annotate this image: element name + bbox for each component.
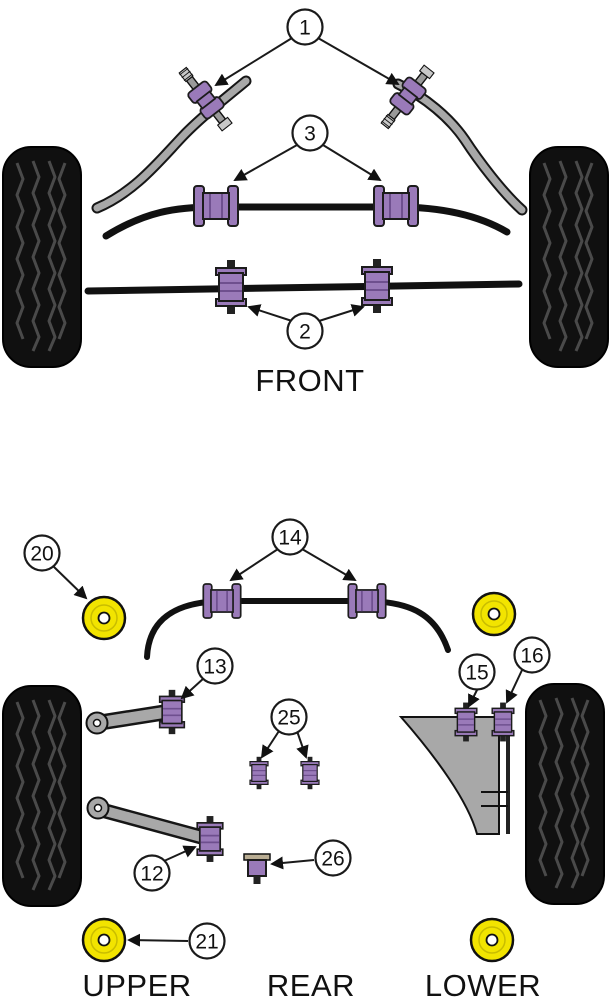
callout-21: 21 bbox=[188, 922, 226, 960]
arrow-c25-right bbox=[296, 730, 309, 759]
rear-axle-section: 14 20 13 bbox=[1, 518, 606, 1000]
callout-1: 1 bbox=[286, 8, 324, 46]
rear-anti-roll-bar bbox=[144, 598, 451, 660]
callout-15: 15 bbox=[458, 653, 496, 691]
mount-bush-26 bbox=[243, 853, 271, 884]
yellow-bush-upper-right bbox=[471, 591, 517, 637]
front-tie-bar-bush-left bbox=[215, 259, 247, 315]
callout-21-number: 21 bbox=[195, 931, 218, 954]
arrow-c26 bbox=[270, 856, 315, 870]
rear-arb-bush-right bbox=[347, 583, 387, 619]
arrow-c3-left bbox=[233, 144, 298, 181]
yellow-bush-lower-right bbox=[469, 917, 515, 963]
lower-section-label: LOWER bbox=[425, 968, 541, 1000]
callout-12-number: 12 bbox=[140, 863, 163, 886]
rear-lower-arm bbox=[86, 796, 213, 846]
callout-3: 3 bbox=[291, 114, 329, 152]
callout-14-number: 14 bbox=[278, 527, 302, 550]
rear-arb-bush-left bbox=[202, 583, 242, 619]
arrow-c1-right bbox=[317, 37, 400, 85]
tire-rear-right bbox=[524, 682, 606, 906]
front-axle-section: 1 3 2 FRONT bbox=[1, 8, 609, 398]
callout-20: 20 bbox=[23, 534, 61, 572]
arrow-c13 bbox=[180, 677, 205, 700]
callout-16-number: 16 bbox=[520, 645, 543, 668]
arrow-c2-left bbox=[247, 304, 293, 322]
arrow-c20 bbox=[52, 565, 88, 600]
front-arb-bush-right bbox=[373, 185, 419, 227]
callout-26-number: 26 bbox=[321, 848, 344, 871]
link-bush-25-left bbox=[249, 756, 269, 790]
yellow-bush-upper-left bbox=[81, 595, 127, 641]
knuckle-bush-outer bbox=[491, 701, 515, 743]
callout-25-number: 25 bbox=[277, 707, 300, 730]
callout-26: 26 bbox=[314, 839, 352, 877]
callout-16: 16 bbox=[513, 636, 551, 674]
lower-arm-bush bbox=[196, 815, 224, 863]
front-drop-link-left bbox=[91, 75, 252, 214]
upper-arm-bush bbox=[158, 689, 186, 735]
rear-section-label: REAR bbox=[267, 968, 355, 1000]
callout-2-number: 2 bbox=[299, 321, 311, 344]
callout-25: 25 bbox=[270, 698, 308, 736]
callout-3-number: 3 bbox=[304, 123, 316, 146]
front-section-label: FRONT bbox=[255, 363, 364, 398]
callout-1-number: 1 bbox=[299, 17, 311, 40]
front-tie-bar-bush-right bbox=[361, 258, 393, 314]
arrow-c1-left bbox=[214, 37, 293, 87]
arrow-c15 bbox=[468, 689, 480, 708]
upper-section-label: UPPER bbox=[82, 968, 191, 1000]
yellow-bush-lower-left bbox=[81, 917, 127, 963]
callout-2: 2 bbox=[286, 312, 324, 350]
arrow-c25-left bbox=[260, 730, 280, 759]
callout-15-number: 15 bbox=[465, 662, 488, 685]
tire-front-right bbox=[528, 145, 609, 369]
callout-13-number: 13 bbox=[203, 656, 226, 679]
link-bush-25-right bbox=[300, 756, 320, 790]
tire-front-left bbox=[1, 145, 83, 369]
front-tie-bar bbox=[84, 280, 523, 295]
rear-upper-arm bbox=[85, 704, 175, 735]
arrow-c3-right bbox=[322, 144, 382, 182]
arrow-c16 bbox=[505, 667, 524, 704]
arrow-c2-right bbox=[318, 304, 365, 322]
callout-20-number: 20 bbox=[30, 543, 53, 566]
callout-14: 14 bbox=[271, 518, 309, 556]
arrow-c14-left bbox=[229, 548, 279, 582]
tire-rear-left bbox=[1, 684, 83, 908]
front-anti-roll-bar bbox=[102, 203, 511, 240]
front-arb-bush-left bbox=[193, 185, 239, 227]
arrow-c12 bbox=[163, 845, 197, 862]
callout-13: 13 bbox=[196, 647, 234, 685]
arrow-c21 bbox=[127, 933, 189, 947]
callout-12: 12 bbox=[133, 854, 171, 892]
knuckle-bush-inner bbox=[454, 701, 478, 743]
arrow-c14-right bbox=[301, 548, 357, 581]
